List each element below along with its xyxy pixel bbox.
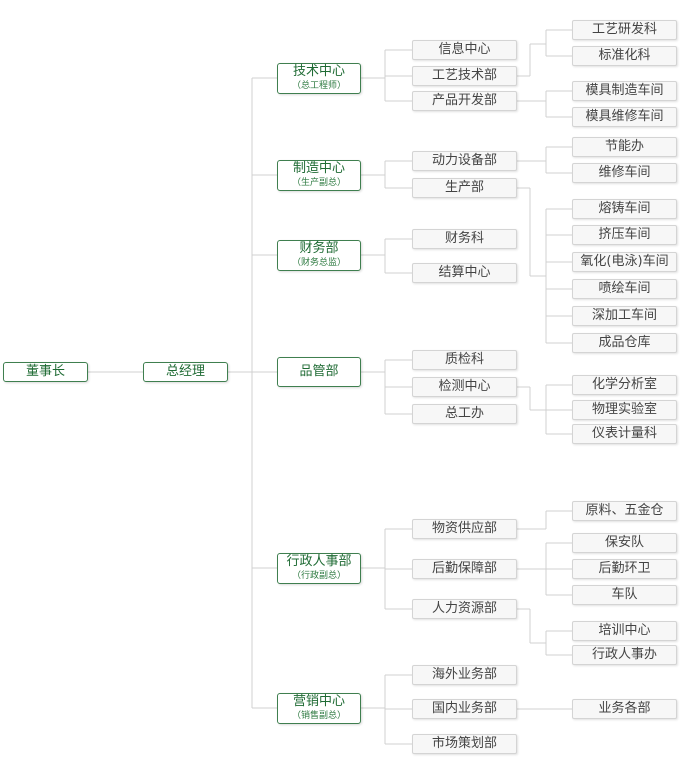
chairman-box: 董事长 [3, 362, 88, 382]
unit-process-research: 工艺研发科 [572, 20, 677, 40]
dept-logistics: 后勤保障部 [412, 559, 517, 579]
unit-admin-hr-office: 行政人事办 [572, 645, 677, 665]
qa-dept-box: 品管部 [277, 357, 361, 387]
admin-hr-dept-title: 行政人事部 [286, 554, 352, 570]
unit-materials-warehouse: 原料、五金仓 [572, 501, 677, 521]
unit-extrusion-workshop: 挤压车间 [572, 225, 677, 245]
manufacturing-center-subtitle: （生产副总） [291, 178, 346, 189]
general-manager-box: 总经理 [143, 362, 228, 382]
dept-info-center: 信息中心 [412, 40, 517, 60]
unit-painting-workshop: 喷绘车间 [572, 279, 677, 299]
dept-settlement-center: 结算中心 [412, 263, 517, 283]
unit-business-departments: 业务各部 [572, 699, 677, 719]
dept-domestic-business: 国内业务部 [412, 699, 517, 719]
dept-marketing-planning: 市场策划部 [412, 734, 517, 754]
unit-training-center: 培训中心 [572, 621, 677, 641]
dept-quality-inspection: 质检科 [412, 350, 517, 370]
dept-human-resources: 人力资源部 [412, 599, 517, 619]
unit-energy-saving: 节能办 [572, 137, 677, 157]
finance-dept-box: 财务部 （财务总监） [277, 240, 361, 271]
dept-chief-engineer-office: 总工办 [412, 404, 517, 424]
chairman-label: 董事长 [25, 363, 65, 379]
general-manager-label: 总经理 [165, 363, 205, 379]
admin-hr-dept-box: 行政人事部 （行政副总） [277, 553, 361, 584]
finance-dept-title: 财务部 [299, 241, 339, 257]
manufacturing-center-box: 制造中心 （生产副总） [277, 160, 361, 191]
finance-dept-subtitle: （财务总监） [291, 258, 346, 269]
unit-mold-manufacturing: 模具制造车间 [572, 81, 677, 101]
dept-product-dev: 产品开发部 [412, 91, 517, 111]
sales-center-box: 营销中心 （销售副总） [277, 693, 361, 724]
tech-center-box: 技术中心 （总工程师） [277, 63, 361, 94]
sales-center-subtitle: （销售副总） [291, 711, 346, 722]
unit-physics-lab: 物理实验室 [572, 400, 677, 420]
unit-finished-goods-warehouse: 成品仓库 [572, 333, 677, 353]
unit-sanitation: 后勤环卫 [572, 559, 677, 579]
tech-center-title: 技术中心 [292, 64, 345, 80]
unit-maintenance-workshop: 维修车间 [572, 163, 677, 183]
unit-fleet: 车队 [572, 585, 677, 605]
tech-center-subtitle: （总工程师） [291, 81, 346, 92]
dept-finance-section: 财务科 [412, 229, 517, 249]
dept-power-equipment: 动力设备部 [412, 151, 517, 171]
dept-overseas-business: 海外业务部 [412, 665, 517, 685]
qa-dept-title: 品管部 [299, 363, 339, 379]
unit-chemical-lab: 化学分析室 [572, 375, 677, 395]
dept-material-supply: 物资供应部 [412, 519, 517, 539]
manufacturing-center-title: 制造中心 [292, 161, 345, 177]
unit-metrology: 仪表计量科 [572, 424, 677, 444]
unit-casting-workshop: 熔铸车间 [572, 199, 677, 219]
dept-testing-center: 检测中心 [412, 377, 517, 397]
dept-production: 生产部 [412, 178, 517, 198]
sales-center-title: 营销中心 [292, 694, 345, 710]
admin-hr-dept-subtitle: （行政副总） [291, 571, 346, 582]
unit-anodizing-workshop: 氧化(电泳)车间 [572, 252, 677, 272]
unit-mold-repair: 模具维修车间 [572, 107, 677, 127]
unit-security-team: 保安队 [572, 533, 677, 553]
unit-deep-processing-workshop: 深加工车间 [572, 306, 677, 326]
dept-process-tech: 工艺技术部 [412, 66, 517, 86]
unit-standards: 标准化科 [572, 46, 677, 66]
